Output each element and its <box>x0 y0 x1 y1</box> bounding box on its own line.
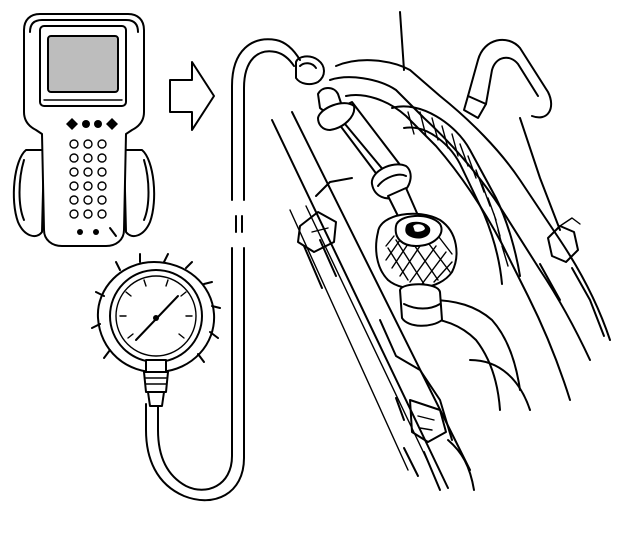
gauge-hose-icon <box>145 38 301 502</box>
gauge-adapter-fitting-icon <box>295 55 458 327</box>
pressure-gauge-icon <box>91 253 221 407</box>
hollow-arrow-right-icon <box>169 61 215 131</box>
fuel-rail-test-port-icon <box>271 11 611 491</box>
handheld-scan-tool-icon <box>12 13 156 247</box>
